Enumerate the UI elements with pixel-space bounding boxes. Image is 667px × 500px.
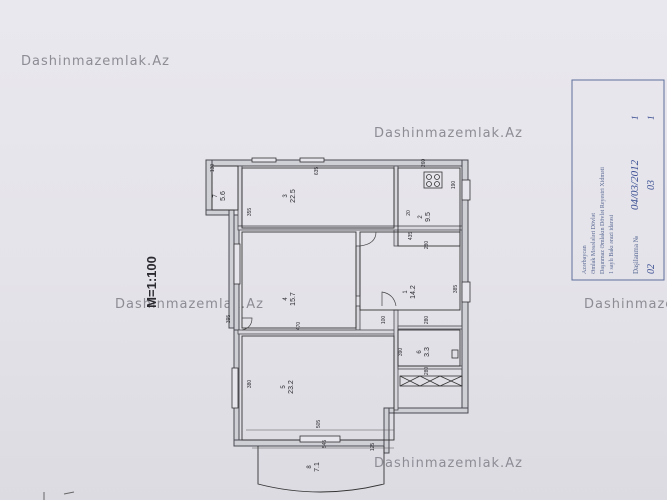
stamp-number: 02: [646, 264, 657, 274]
room-3-number: 3: [283, 194, 289, 198]
room-1-area: 14.2: [410, 285, 417, 299]
room-outline-1: [359, 231, 461, 311]
door-swing: [359, 231, 377, 247]
margin-marks: [43, 491, 75, 500]
dimension-label: 470: [296, 322, 302, 331]
stamp-line: Daşınmaz Əmlakın Dövlət Reyestri Xidməti: [600, 167, 606, 274]
door-swings: [241, 231, 397, 331]
stamp-page: 03: [646, 180, 657, 190]
room-outlines: [211, 165, 461, 493]
registry-stamp: Azərbaycan Əmlak Məsələləri Dövlət Daşın…: [571, 79, 665, 281]
dimension-label: 355: [247, 208, 253, 217]
dimension-label: 125: [370, 443, 376, 452]
room-outline-4: [241, 231, 357, 329]
watermark: Dashinmazemlak.Az: [21, 54, 170, 69]
door-swing: [381, 291, 397, 307]
room-outline-2: [397, 167, 461, 247]
dimension-label: 635: [314, 167, 320, 176]
room-1-number: 1: [403, 290, 409, 294]
room-outline-7: [211, 165, 239, 211]
room-7-number: 7: [213, 194, 219, 198]
room-outline-8: [257, 446, 385, 493]
dimension-label: 505: [316, 420, 322, 429]
room-5-number: 5: [281, 385, 287, 389]
dimension-label: 190: [451, 181, 457, 190]
stamp-line: Azərbaycan: [582, 245, 588, 274]
room-4-area: 15.7: [290, 292, 297, 306]
room-6-number: 6: [417, 350, 423, 354]
window: [461, 179, 471, 201]
stamp-date: 04/03/2012: [629, 159, 641, 210]
window: [233, 243, 241, 285]
dimension-label: 395: [226, 315, 232, 324]
dimension-label: 545: [322, 440, 328, 449]
dimension-label: 100: [381, 316, 387, 325]
stamp-line: Əmlak Məsələləri Dövlət: [591, 213, 597, 274]
window: [251, 157, 277, 163]
window: [231, 367, 239, 409]
ventilation-shaft: [399, 375, 463, 387]
room-5-area: 23.2: [288, 380, 295, 394]
stamp-sheet: 1: [630, 116, 640, 121]
watermark: Dashinmazemlak.Az: [584, 297, 667, 312]
room-2-number: 2: [418, 215, 424, 219]
stamp-border: [571, 79, 665, 281]
room-6-area: 3.3: [424, 347, 431, 357]
door-swing: [241, 317, 253, 331]
dimension-label: 130: [210, 164, 216, 173]
dimension-label: 390: [398, 348, 404, 357]
room-2-area: 9.5: [425, 212, 432, 222]
room-8-area: 7.1: [314, 462, 321, 472]
scale-label: M=1:100: [144, 256, 159, 308]
stove-icon: [423, 171, 443, 189]
watermark: Dashinmazemlak.Az: [374, 456, 523, 471]
stamp-line: 1 saylı Bakı ərazi idarəsi: [609, 214, 615, 274]
dimension-label: 20: [406, 210, 412, 216]
room-4-number: 4: [283, 297, 289, 301]
stamp-sheets: 1: [646, 116, 656, 121]
sink-icon: [451, 349, 459, 359]
watermark: Dashinmazemlak.Az: [374, 126, 523, 141]
outer-walls: [205, 159, 469, 454]
room-7-area: 5.6: [220, 191, 227, 201]
windows: [231, 157, 471, 443]
room-outline-6: [397, 329, 461, 367]
dimension-lines: [244, 165, 460, 449]
dimension-label: 280: [424, 367, 430, 376]
dimension-label: 260: [421, 159, 427, 168]
window: [299, 435, 341, 443]
dimension-label: 380: [247, 380, 253, 389]
dimension-label: 435: [408, 232, 414, 241]
window: [299, 157, 325, 163]
dimension-label: 280: [424, 316, 430, 325]
room-outline-3: [241, 167, 395, 229]
watermark: Dashinmazemlak.Az: [115, 297, 264, 312]
room-8-number: 8: [307, 465, 313, 469]
dimension-label: 280: [424, 241, 430, 250]
stamp-number-label: Daşilanma №: [632, 235, 640, 274]
dimension-label: 385: [453, 285, 459, 294]
room-3-area: 22.5: [290, 189, 297, 203]
window: [461, 281, 471, 303]
